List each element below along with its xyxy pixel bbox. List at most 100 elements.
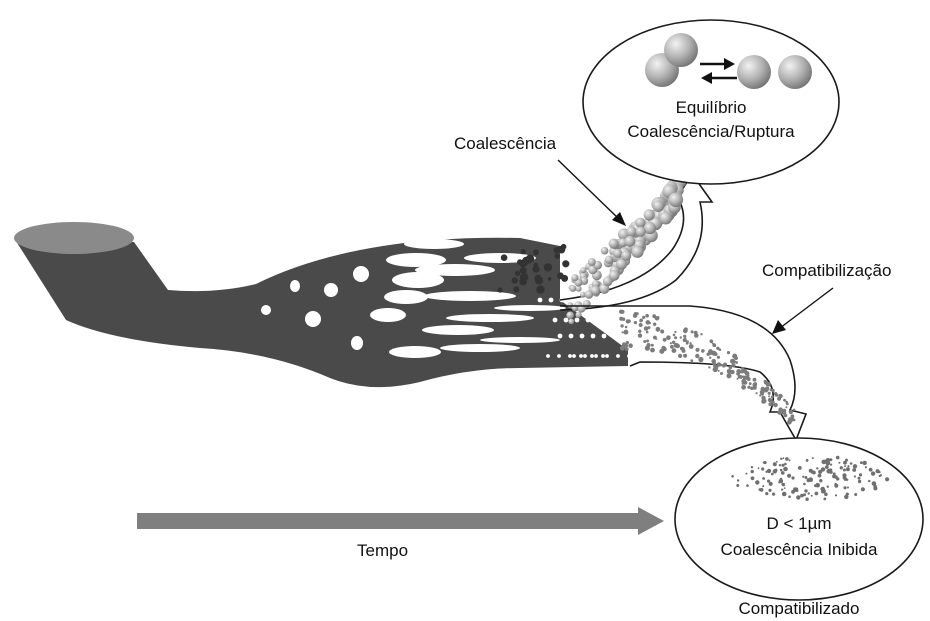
fine-droplet [625, 326, 628, 329]
fine-droplet [766, 389, 768, 391]
dispersion-dot [737, 479, 739, 481]
fine-droplet [735, 357, 738, 360]
dispersion-dot [854, 475, 856, 477]
fine-droplet [653, 323, 656, 326]
sphere-droplet [571, 274, 578, 281]
dispersion-dot [736, 484, 739, 487]
fine-droplet [722, 364, 726, 368]
sphere-single-left [737, 55, 771, 89]
fine-droplet [717, 356, 720, 359]
dispersion-dot [873, 486, 877, 490]
dispersion-dot [804, 476, 807, 479]
elongated-domain [494, 305, 566, 311]
dispersion-dot [843, 469, 846, 472]
dark-droplet [557, 272, 564, 279]
dispersion-dot [812, 471, 816, 475]
bead [608, 318, 613, 323]
fine-droplet [709, 357, 711, 359]
fine-droplet [690, 359, 693, 362]
dark-droplet [520, 273, 528, 281]
fine-droplet [695, 354, 699, 358]
dispersion-dot [840, 466, 843, 469]
fine-droplet [777, 397, 781, 401]
sphere-droplet [568, 319, 574, 325]
fine-droplet [727, 369, 730, 372]
bead [579, 354, 583, 358]
dispersion-dot [804, 489, 807, 492]
bead [580, 334, 585, 339]
fine-droplet [701, 349, 705, 353]
round-droplet [324, 283, 338, 297]
bead [568, 354, 572, 358]
dispersion-dot [781, 471, 785, 475]
fine-droplet [759, 394, 761, 396]
fine-droplet [625, 347, 629, 351]
sphere-droplet [566, 312, 574, 320]
fine-droplet [620, 310, 624, 314]
dispersion-dot [846, 479, 848, 481]
fine-droplet [646, 331, 649, 334]
bead [557, 354, 561, 358]
dispersion-dot [838, 462, 840, 464]
dark-droplet [520, 267, 527, 274]
dispersion-dot [823, 498, 826, 501]
sphere-droplet [580, 267, 586, 273]
sphere-droplet [669, 193, 684, 208]
dispersion-dot [843, 486, 846, 489]
dispersion-dot [812, 457, 814, 459]
fine-droplet [660, 330, 664, 334]
top-ellipse-line1: Equilíbrio [676, 98, 747, 117]
fine-droplet [626, 341, 629, 344]
dispersion-dot [872, 481, 877, 486]
sphere-droplet [605, 256, 613, 264]
right-arrow-icon [137, 507, 664, 535]
dispersion-dot [819, 479, 822, 482]
dispersion-dot [843, 461, 847, 465]
bead [564, 318, 569, 323]
fine-droplet [768, 395, 770, 397]
sphere-droplet [626, 227, 636, 237]
dispersion-dot [781, 489, 783, 491]
nozzle-top-face [14, 222, 134, 254]
elongated-domain [404, 239, 464, 249]
compatibilized-ellipse: D < 1µm Coalescência Inibida [675, 438, 923, 600]
dispersion-dot [751, 470, 754, 473]
elongated-domain [370, 308, 406, 322]
dispersion-dot [830, 471, 833, 474]
fine-droplet [756, 392, 758, 394]
dispersion-dot [865, 466, 867, 468]
dispersion-dot [858, 477, 861, 480]
top-ellipse-line2: Coalescência/Ruptura [627, 122, 795, 141]
dispersion-dot [764, 461, 767, 464]
fine-droplet [627, 319, 631, 323]
dispersion-dot [827, 470, 830, 473]
dispersion-dot [818, 474, 822, 478]
fine-droplet [764, 381, 768, 385]
sphere-droplet [631, 246, 643, 258]
bead [572, 354, 576, 358]
elongated-domain [440, 344, 520, 352]
bead [558, 334, 563, 339]
fine-droplet [663, 338, 666, 341]
sphere-droplet [601, 247, 609, 255]
dispersion-dot [783, 457, 785, 459]
elongated-domain [415, 264, 495, 276]
dispersion-dot [751, 466, 753, 468]
bead [583, 354, 587, 358]
dispersion-dot [818, 470, 822, 474]
fine-droplet [678, 354, 682, 358]
fine-droplet [718, 370, 720, 372]
dark-droplet [535, 276, 543, 284]
round-droplet [353, 266, 369, 282]
dispersion-dot [793, 487, 798, 492]
bead [616, 354, 620, 358]
fine-droplet [708, 366, 710, 368]
dispersion-dot [784, 463, 787, 466]
fine-droplet [711, 359, 716, 364]
dispersion-dot [762, 477, 765, 480]
dispersion-dot [798, 466, 802, 470]
fine-droplet [686, 340, 689, 343]
compatibilization-arrow [560, 306, 806, 440]
dispersion-dot [785, 457, 789, 461]
dispersion-dot [859, 473, 862, 476]
